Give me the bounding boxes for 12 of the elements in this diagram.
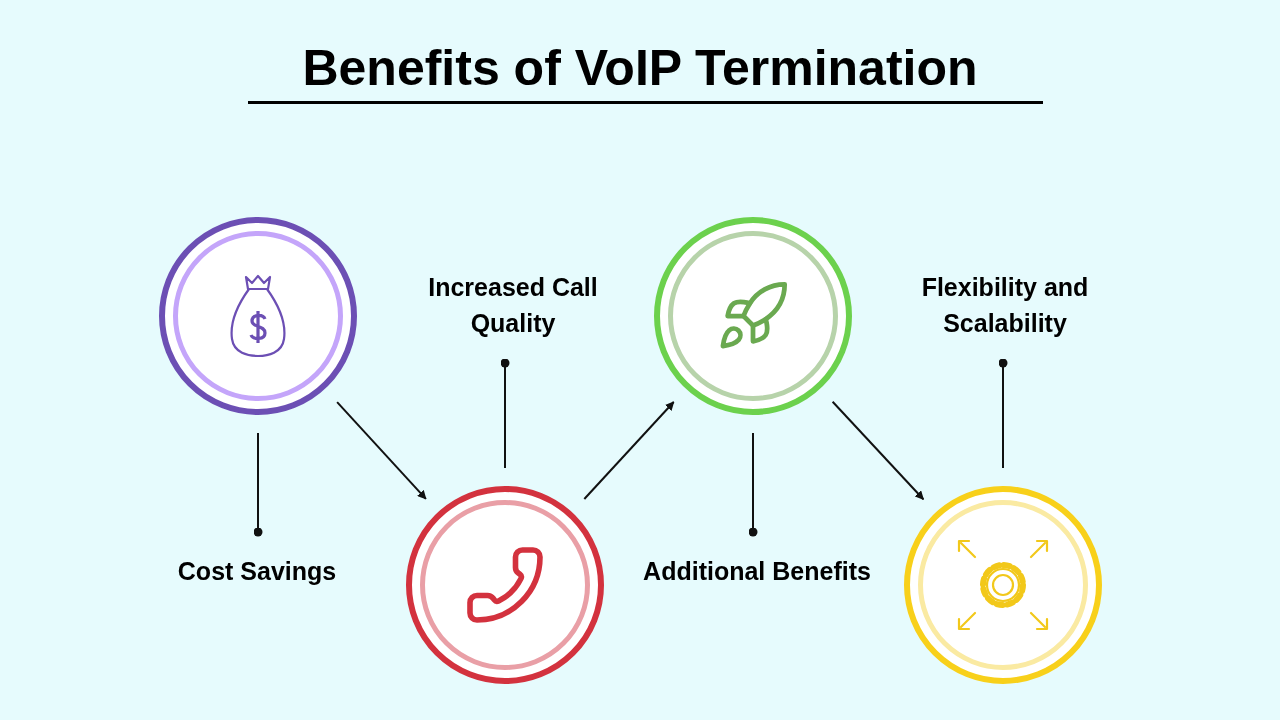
arrow — [336, 401, 427, 500]
leader-line — [500, 358, 510, 469]
benefit-label: Cost Savings — [177, 556, 337, 587]
title: Benefits of VoIP Termination — [302, 39, 978, 98]
leader-line — [253, 432, 263, 537]
leader-line — [748, 432, 758, 537]
benefit-label: Additional Benefits — [643, 556, 871, 587]
arrow — [583, 401, 675, 500]
leader-line — [998, 358, 1008, 469]
benefit-label: Flexibility and Scalability — [920, 272, 1090, 339]
arrow — [831, 400, 925, 501]
benefit-label: Increased Call Quality — [427, 272, 599, 339]
